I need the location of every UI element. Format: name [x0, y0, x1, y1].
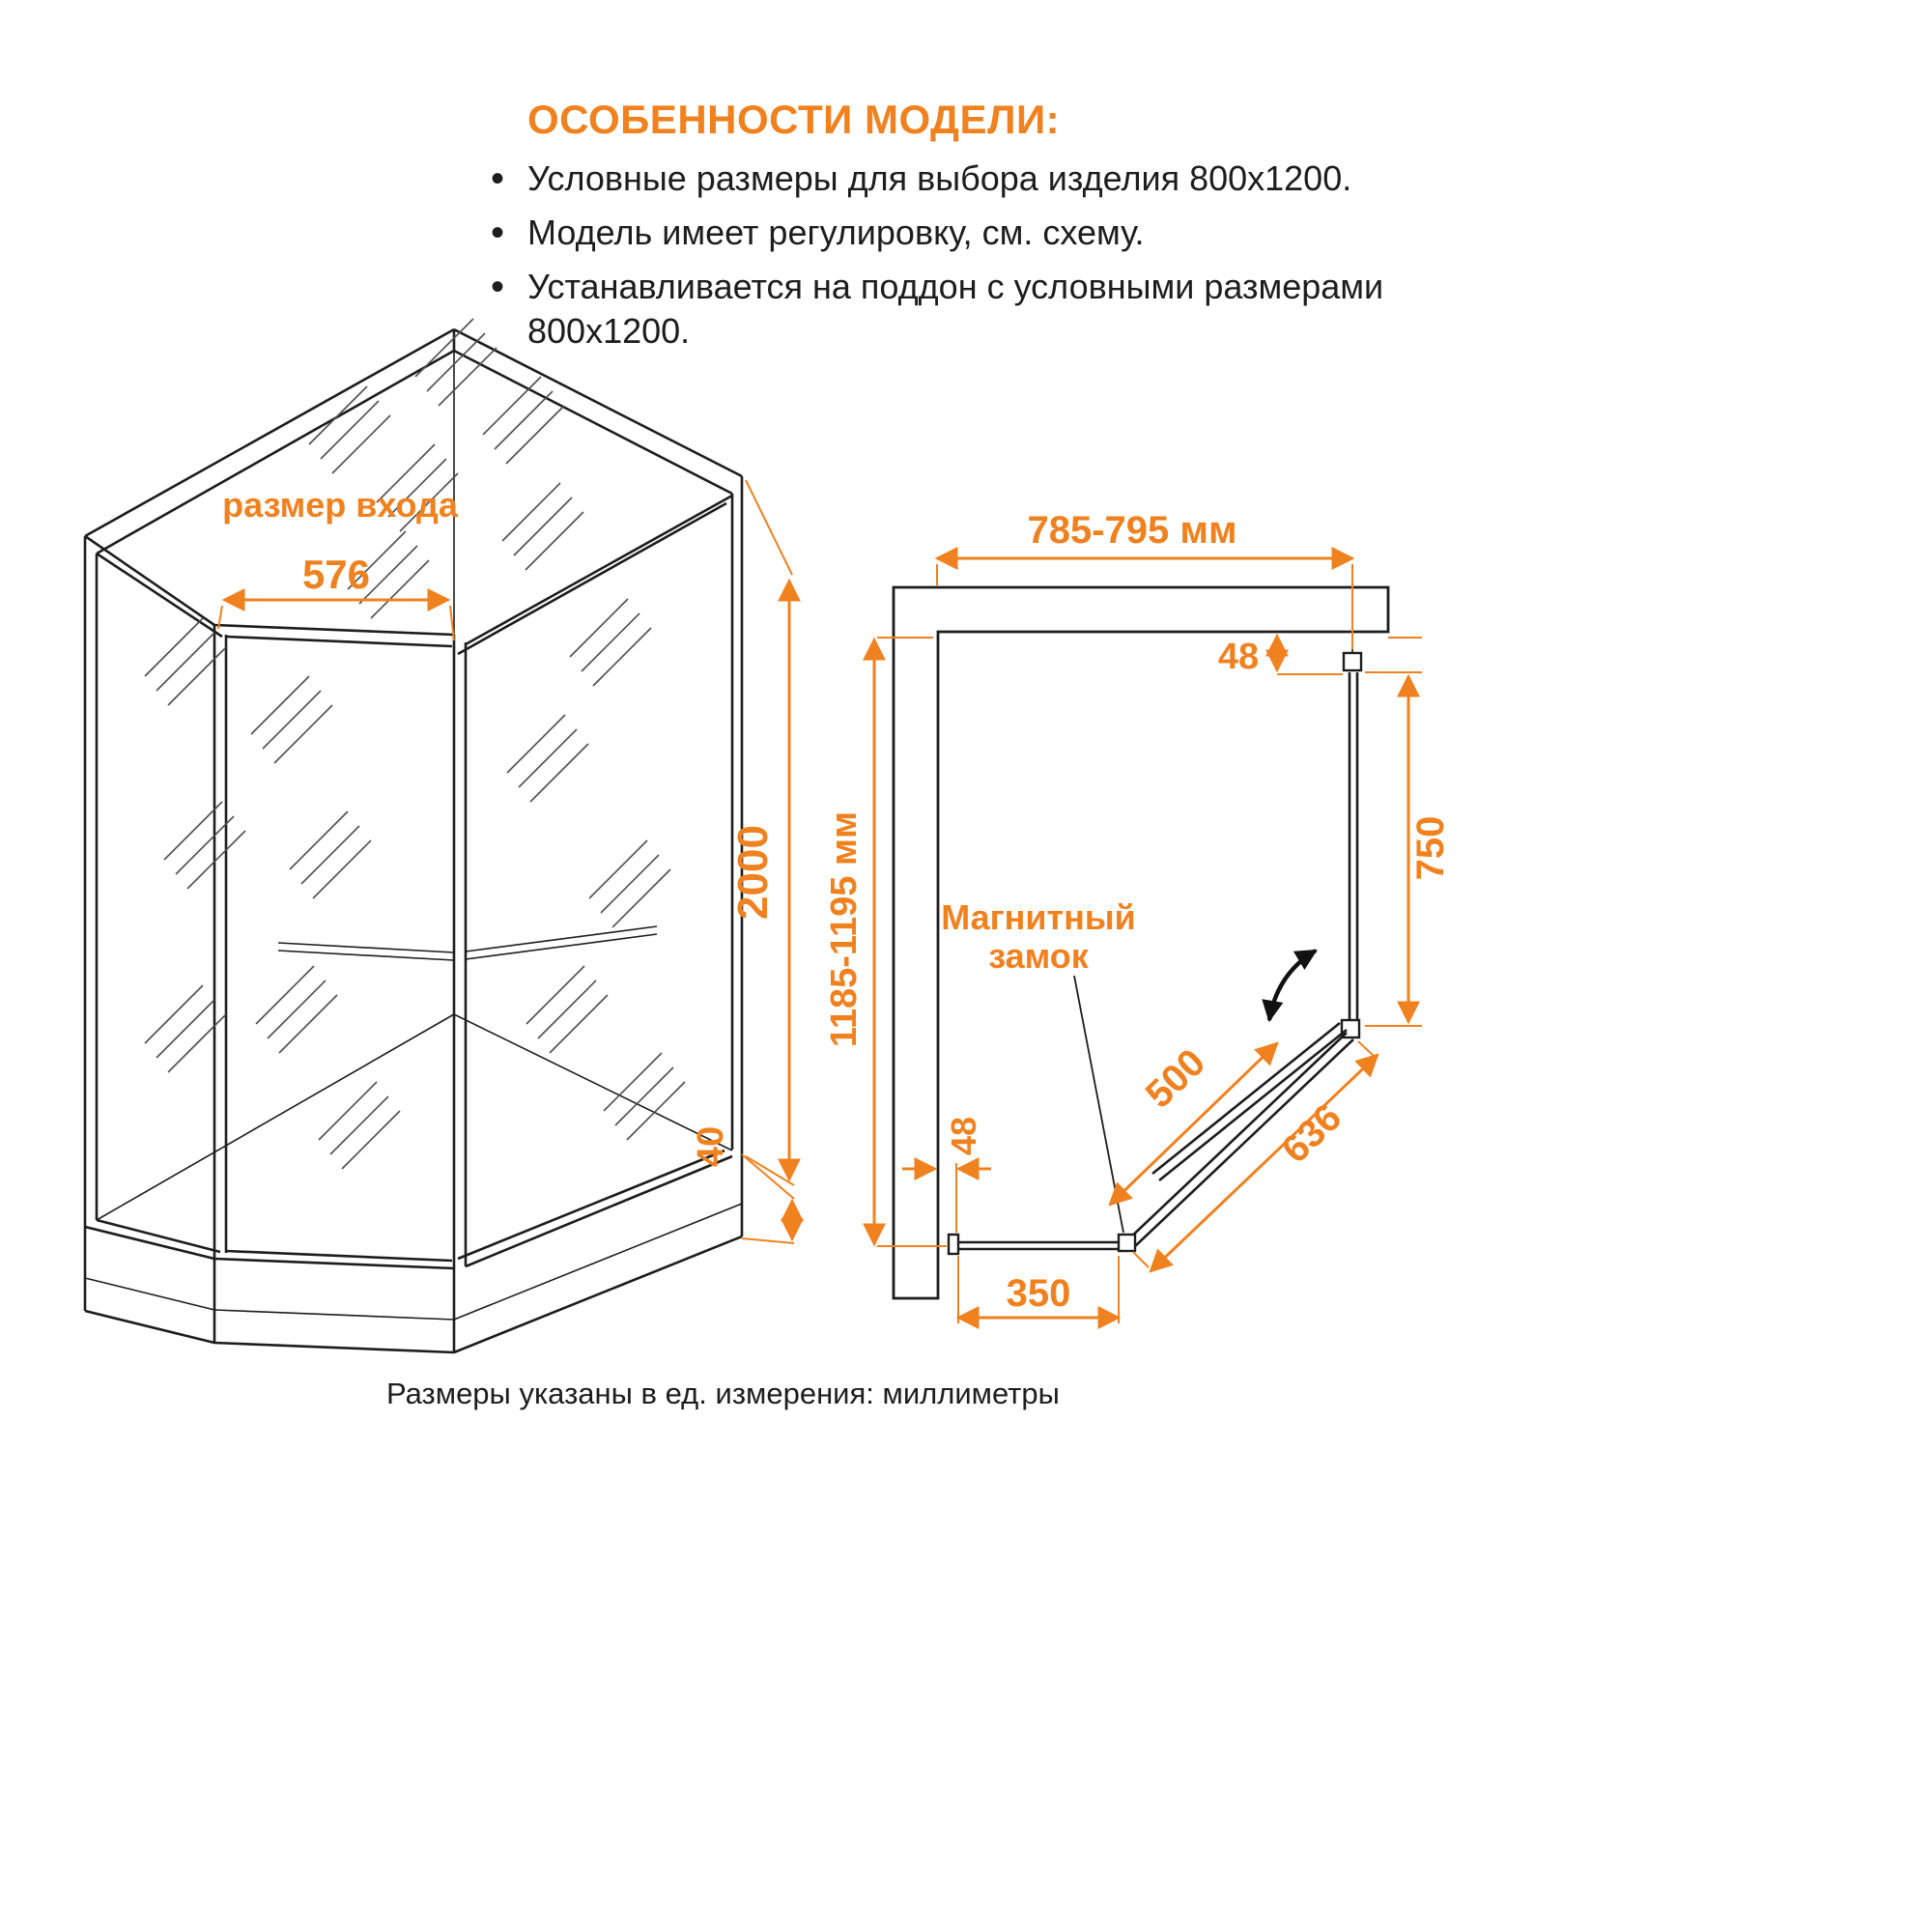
glass-hatching — [144, 318, 686, 1170]
magnet-leader-line — [1073, 975, 1124, 1234]
plan-depth-value: 1185-1195 мм — [824, 811, 865, 1047]
top-gap-value: 48 — [1218, 637, 1259, 677]
magnet-label-line2: замок — [988, 936, 1090, 976]
cabin-frame — [83, 327, 744, 1270]
entrance-size-label: размер входа — [222, 485, 459, 525]
tray-height-value: 40 — [691, 1126, 731, 1167]
features-list: Условные размеры для выбора изделия 800x… — [483, 155, 1468, 354]
door-width-value: 500 — [1138, 1041, 1214, 1117]
door-swing-arrow — [1262, 949, 1318, 1023]
feature-item-3: Устанавливается на поддон с условными ра… — [483, 263, 1468, 354]
plan-width-value: 785-795 мм — [1027, 509, 1236, 552]
bottom-gap-value: 48 — [944, 1117, 983, 1155]
height-value: 2000 — [729, 825, 777, 920]
feature-item-2: Модель имеет регулировку, см. схему. — [483, 209, 1468, 258]
feature-item-1: Условные размеры для выбора изделия 800x… — [483, 155, 1468, 204]
walls — [892, 585, 1390, 1300]
plan-view-drawing: 785-795 мм 1185-1195 мм 48 750 500 Магни… — [824, 509, 1452, 1329]
shower-tray — [83, 1152, 744, 1354]
plan-dimensions: 785-795 мм 1185-1195 мм 48 750 500 Магни… — [824, 509, 1452, 1329]
bottom-width-value: 350 — [1007, 1272, 1071, 1315]
diagonal-value: 636 — [1274, 1096, 1350, 1172]
magnet-label-line1: Магнитный — [941, 897, 1136, 937]
side-panel-value: 750 — [1409, 816, 1452, 881]
iso-dimensions: размер входа 576 2000 40 — [217, 479, 804, 1244]
features-title: ОСОБЕННОСТИ МОДЕЛИ: — [527, 97, 1061, 142]
units-note: Размеры указаны в ед. измерения: миллиме… — [386, 1377, 1060, 1410]
entrance-width-value: 576 — [302, 552, 370, 597]
features-block: ОСОБЕННОСТИ МОДЕЛИ: Условные размеры для… — [483, 97, 1468, 363]
iso-view-drawing: размер входа 576 2000 40 — [83, 318, 804, 1354]
